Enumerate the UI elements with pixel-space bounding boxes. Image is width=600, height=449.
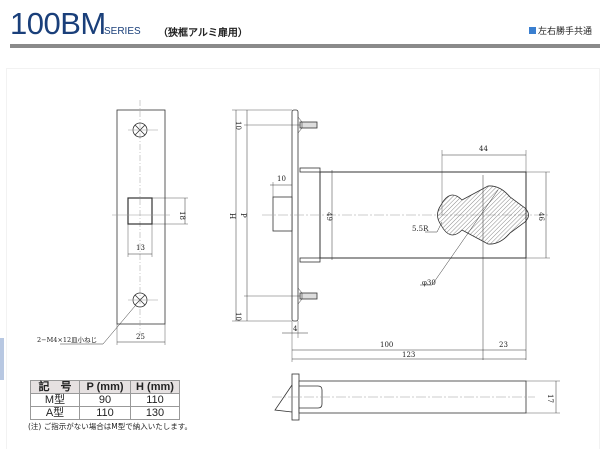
page-header: 100BM SERIES （狭框アルミ扉用） 左右勝手共通 — [0, 0, 600, 50]
strike-plate-outline — [116, 109, 166, 325]
table-header-row: 記 号 P (mm) H (mm) — [30, 380, 180, 394]
technical-drawing: 18 13 25 2−M4×12皿小ねじ — [37, 100, 560, 421]
cell-p: 90 — [79, 393, 131, 407]
body-49-dim: 49 — [325, 212, 333, 221]
latch-depth-dim: 10 — [277, 175, 286, 183]
face-plate — [291, 109, 299, 322]
cell-p: 110 — [79, 406, 131, 420]
table-row: M型 90 110 — [30, 393, 180, 407]
cell-code: A型 — [30, 406, 80, 420]
plate-thickness-dim: 4 — [293, 325, 298, 333]
blue-square-icon — [528, 27, 536, 34]
total-length-dim: 123 — [402, 351, 415, 359]
length-23-dim: 23 — [499, 341, 508, 349]
length-100-dim: 100 — [380, 341, 393, 349]
top-view — [272, 373, 560, 421]
header-divider — [10, 44, 600, 48]
body-46-dim: 46 — [537, 212, 545, 221]
subtitle: （狭框アルミ扉用） — [158, 28, 248, 39]
header-code: 記 号 — [30, 380, 80, 394]
thickness-17-dim: 17 — [546, 394, 554, 403]
hole-width-dim: 13 — [136, 244, 145, 252]
latch-hole — [127, 197, 153, 225]
side-view — [232, 109, 550, 362]
top-screw-stud — [299, 121, 318, 129]
bottom-offset-dim: 10 — [234, 312, 242, 321]
footnote: (注) ご指示がない場合はM型で納入いたします。 — [28, 422, 192, 431]
header-p: P (mm) — [79, 380, 131, 394]
header-h: H (mm) — [130, 380, 180, 394]
handing-tag-label: 左右勝手共通 — [537, 27, 592, 37]
top-offset-dim: 10 — [234, 121, 242, 130]
cell-h: 130 — [130, 406, 180, 420]
spec-table: 記 号 P (mm) H (mm) M型 90 110 A型 110 130 — [30, 380, 180, 420]
hole-height-dim: 18 — [178, 211, 186, 220]
series-label: SERIES — [104, 26, 141, 37]
diameter-callout: φ30 — [422, 279, 436, 287]
radius-callout: 5.5R — [412, 225, 429, 233]
handing-tag: 左右勝手共通 — [528, 24, 592, 37]
cell-h: 110 — [130, 393, 180, 407]
model-title: 100BM — [10, 6, 106, 41]
p-dim-label: P — [239, 213, 247, 218]
bottom-screw-stud — [299, 292, 318, 300]
side-accent-bar — [0, 338, 4, 380]
h-dim-label: H — [228, 213, 236, 219]
screw-callout: 2−M4×12皿小ねじ — [37, 335, 97, 344]
table-row: A型 110 130 — [30, 406, 180, 420]
latch-bolt — [272, 196, 293, 232]
cam-width-dim: 44 — [479, 145, 488, 153]
strike-plate-view — [60, 100, 188, 345]
cell-code: M型 — [30, 393, 80, 407]
plate-width-dim: 25 — [136, 333, 145, 341]
